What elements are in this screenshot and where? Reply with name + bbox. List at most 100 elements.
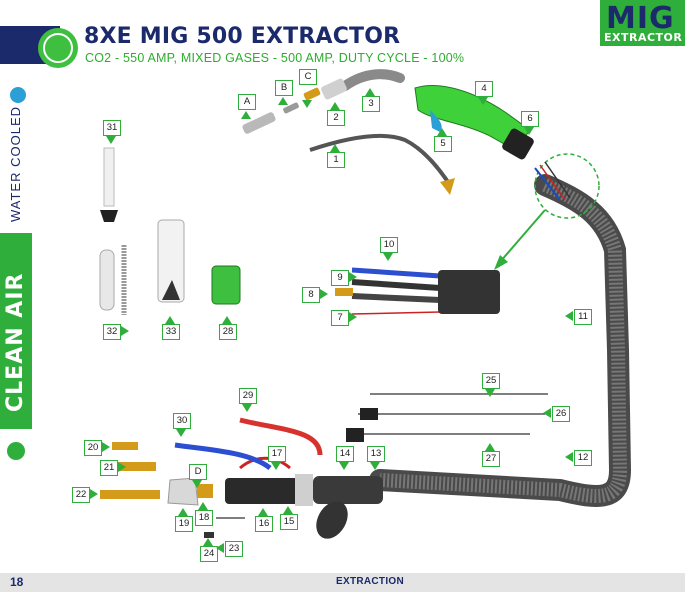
callout-15: 15 [280,514,298,530]
callout-20: 20 [84,440,102,456]
pointer-b [278,97,288,105]
pointer-21 [118,462,126,472]
pointer-32 [121,326,129,336]
pointer-1 [330,144,340,152]
callout-c: C [299,69,317,85]
pointer-23 [216,543,224,553]
callout-2: 2 [327,110,345,126]
pointer-20 [102,442,110,452]
part-c [303,87,321,101]
callout-b: B [275,80,293,96]
callout-7: 7 [331,310,349,326]
part-21 [118,462,156,471]
trigger [430,110,442,132]
pointer-3 [365,88,375,96]
callout-30: 30 [173,413,191,429]
section-label: EXTRACTION [336,576,404,587]
callout-8: 8 [302,287,320,303]
page-footer [0,573,685,592]
callout-28: 28 [219,324,237,340]
pointer-9 [349,272,357,282]
callout-1: 1 [327,152,345,168]
pointer-6 [524,127,534,135]
callout-27: 27 [482,451,500,467]
badge-subtitle: EXTRACTOR [604,31,683,44]
callout-4: 4 [475,81,493,97]
pointer-18 [198,502,208,510]
pointer-30 [176,429,186,437]
callout-31: 31 [103,120,121,136]
power-pin [335,288,353,296]
pointer-a [241,111,251,119]
callout-19: 19 [175,516,193,532]
leaf-icon [7,442,25,460]
pointer-11 [565,311,573,321]
callout-d: D [189,464,207,480]
pointer-2 [330,102,340,110]
pointer-d [192,480,202,488]
gauge-plate [99,249,115,311]
swan-neck [340,69,405,91]
callout-5: 5 [434,136,452,152]
pointer-28 [222,316,232,324]
pointer-17 [271,462,281,470]
pointer-10 [383,253,393,261]
badge-title: MIG [606,1,675,36]
water-drop-icon [10,87,26,103]
pointer-8 [320,289,328,299]
rear-body [225,478,305,504]
extraction-body [313,476,383,504]
callout-9: 9 [331,270,349,286]
callout-29: 29 [239,388,257,404]
blue-hose [351,267,441,279]
callout-24: 24 [200,546,218,562]
spray-bottle [157,219,185,303]
callout-26: 26 [552,406,570,422]
callout-22: 22 [72,487,90,503]
clean-air-strip [0,233,32,429]
pointer-24 [203,538,213,546]
page-number: 18 [10,575,24,589]
callout-12: 12 [574,450,592,466]
part-a [242,112,276,134]
pointer-22 [90,489,98,499]
callout-14: 14 [336,446,354,462]
pointer-29 [242,404,252,412]
extraction-port [316,501,348,539]
rear-collar [295,474,313,506]
pointer-14 [339,462,349,470]
pointer-4 [478,97,488,105]
pointer-25 [485,389,495,397]
gauge [103,147,115,207]
callout-16: 16 [255,516,273,532]
callout-a: A [238,94,256,110]
callout-32: 32 [103,324,121,340]
cable-corrugation [379,178,628,503]
callout-13: 13 [367,446,385,462]
part-20 [112,442,138,450]
detail-arrow [499,209,546,263]
pointer-19 [178,508,188,516]
callout-18: 18 [195,510,213,526]
pointer-16 [258,508,268,516]
blue-hose-rear [174,442,272,471]
callout-21: 21 [100,460,118,476]
pointer-33 [165,316,175,324]
page-title: 8XE MIG 500 EXTRACTOR [84,24,401,49]
part-22 [100,490,160,499]
detail-circle [534,153,600,219]
pointer-5 [437,128,447,136]
sleeve [211,265,241,305]
callout-3: 3 [362,96,380,112]
part-b [283,102,299,114]
callout-23: 23 [225,541,243,557]
brand-logo [38,28,78,68]
pointer-12 [565,452,573,462]
part-24 [204,532,214,538]
page-subtitle: CO2 - 550 AMP, MIXED GASES - 500 AMP, DU… [85,51,465,65]
callout-33: 33 [162,324,180,340]
callout-17: 17 [268,446,286,462]
pointer-31 [106,136,116,144]
pointer-26 [543,408,551,418]
